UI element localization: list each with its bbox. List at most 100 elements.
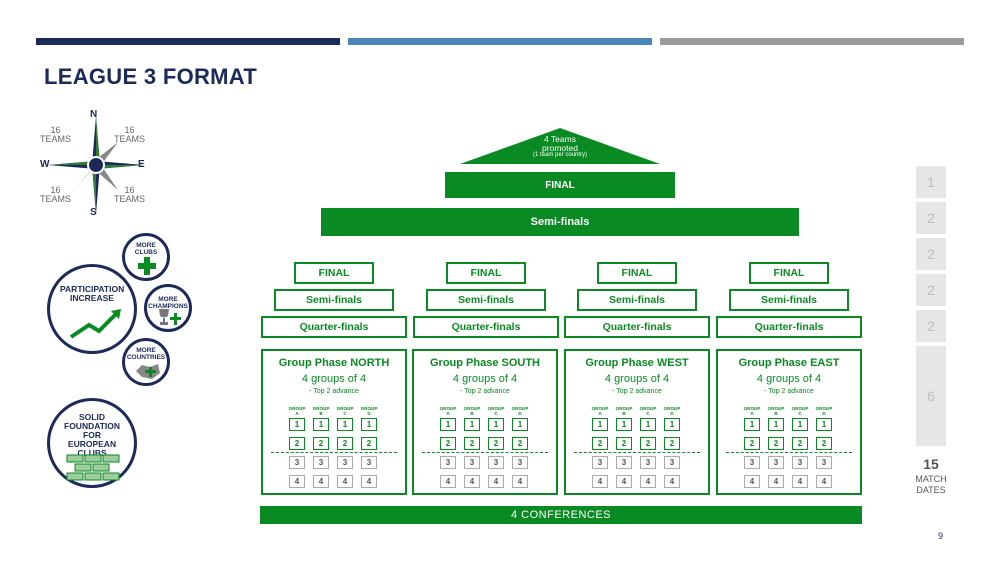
group-position-cell: 2 xyxy=(640,437,656,450)
group-position-cell: 2 xyxy=(616,437,632,450)
participation-circle: PARTICIPATION INCREASE xyxy=(47,264,137,354)
promoted-line3: (1 team per country) xyxy=(532,152,588,158)
advance-cutoff-line xyxy=(574,452,700,453)
group-header: GROUP C xyxy=(791,406,809,416)
top-final-box: FINAL xyxy=(445,172,675,198)
group-count: 4 groups of 4 xyxy=(301,373,367,385)
group-position-cell: 3 xyxy=(289,456,305,469)
group-header: GROUP C xyxy=(639,406,657,416)
group-advance-rule: - Top 2 advance xyxy=(460,388,510,395)
header-bar-blue xyxy=(348,38,652,45)
match-date-box: 2 xyxy=(916,310,946,342)
group-position-cell: 4 xyxy=(664,475,680,488)
group-position-cell: 1 xyxy=(640,418,656,431)
group-position-cell: 2 xyxy=(744,437,760,450)
advance-cutoff-line xyxy=(422,452,548,453)
promoted-line1: 4 Teams xyxy=(544,134,576,144)
conference-quarters-box: Quarter-finals xyxy=(261,316,407,338)
conference-final-box: FINAL xyxy=(597,262,677,284)
more-clubs-label: MORE CLUBS xyxy=(134,242,158,256)
conference-quarters-box: Quarter-finals xyxy=(564,316,710,338)
group-position-cell: 2 xyxy=(664,437,680,450)
group-header: GROUP B xyxy=(312,406,330,416)
group-header: GROUP A xyxy=(439,406,457,416)
group-position-cell: 4 xyxy=(337,475,353,488)
group-position-cell: 4 xyxy=(488,475,504,488)
compass-se-teams: 16 TEAMS xyxy=(114,185,146,204)
conference-semis-box: Semi-finals xyxy=(274,289,394,311)
group-position-cell: 4 xyxy=(361,475,377,488)
conference-final-box: FINAL xyxy=(749,262,829,284)
group-count: 4 groups of 4 xyxy=(452,373,518,385)
more-champions-label: MORE CHAMPIONS xyxy=(148,296,188,310)
advance-cutoff-line xyxy=(726,452,852,453)
group-phase-title: Group Phase SOUTH xyxy=(429,357,541,369)
group-position-cell: 2 xyxy=(592,437,608,450)
group-position-cell: 2 xyxy=(337,437,353,450)
compass-south: S xyxy=(90,207,97,218)
match-date-box: 2 xyxy=(916,238,946,270)
group-position-cell: 3 xyxy=(640,456,656,469)
compass-north: N xyxy=(90,109,98,120)
match-date-box: 2 xyxy=(916,202,946,234)
group-position-cell: 3 xyxy=(792,456,808,469)
group-position-cell: 1 xyxy=(592,418,608,431)
group-header: GROUP D xyxy=(815,406,833,416)
growth-arrow-icon xyxy=(69,309,121,339)
participation-label: PARTICIPATION INCREASE xyxy=(60,284,125,303)
conference-semis-box: Semi-finals xyxy=(426,289,546,311)
group-position-cell: 1 xyxy=(313,418,329,431)
group-position-cell: 3 xyxy=(512,456,528,469)
group-position-cell: 3 xyxy=(440,456,456,469)
page-number: 9 xyxy=(938,531,944,541)
group-position-cell: 1 xyxy=(664,418,680,431)
conference-final-box: FINAL xyxy=(294,262,374,284)
group-position-cell: 1 xyxy=(616,418,632,431)
conference-final-box: FINAL xyxy=(446,262,526,284)
group-position-cell: 4 xyxy=(816,475,832,488)
total-match-dates-label: MATCH DATES xyxy=(915,474,947,495)
group-position-cell: 2 xyxy=(464,437,480,450)
group-position-cell: 4 xyxy=(768,475,784,488)
group-position-cell: 1 xyxy=(792,418,808,431)
group-position-cell: 2 xyxy=(361,437,377,450)
compass-graphic: N S W E 16 TEAMS 16 TEAMS 16 TEAMS 16 TE… xyxy=(36,110,156,220)
group-position-cell: 4 xyxy=(744,475,760,488)
group-header: GROUP B xyxy=(463,406,481,416)
group-position-cell: 2 xyxy=(289,437,305,450)
page-title: LEAGUE 3 FORMAT xyxy=(44,64,258,89)
group-header: GROUP A xyxy=(288,406,306,416)
group-count: 4 groups of 4 xyxy=(604,373,670,385)
group-position-cell: 1 xyxy=(768,418,784,431)
group-position-cell: 3 xyxy=(464,456,480,469)
group-position-cell: 3 xyxy=(768,456,784,469)
group-position-cell: 3 xyxy=(488,456,504,469)
compass-west: W xyxy=(40,159,50,170)
header-bar-gray xyxy=(660,38,964,45)
group-position-cell: 4 xyxy=(616,475,632,488)
compass-rose-icon xyxy=(48,116,144,214)
bricks-icon xyxy=(66,454,120,481)
advance-cutoff-line xyxy=(271,452,397,453)
group-position-cell: 1 xyxy=(440,418,456,431)
group-position-cell: 4 xyxy=(464,475,480,488)
group-position-cell: 1 xyxy=(464,418,480,431)
group-position-cell: 3 xyxy=(592,456,608,469)
more-clubs-circle: MORE CLUBS xyxy=(122,233,170,281)
group-position-cell: 3 xyxy=(313,456,329,469)
trophy-icon xyxy=(159,309,181,325)
group-position-cell: 2 xyxy=(792,437,808,450)
group-phase-box: Group Phase SOUTH 4 groups of 4 - Top 2 ad… xyxy=(412,349,558,495)
group-position-cell: 4 xyxy=(289,475,305,488)
group-header: GROUP D xyxy=(360,406,378,416)
group-position-cell: 3 xyxy=(361,456,377,469)
total-match-dates-number: 15 xyxy=(923,456,939,472)
more-countries-circle: MORE COUNTRIES xyxy=(122,338,170,386)
match-date-box: 1 xyxy=(916,166,946,198)
